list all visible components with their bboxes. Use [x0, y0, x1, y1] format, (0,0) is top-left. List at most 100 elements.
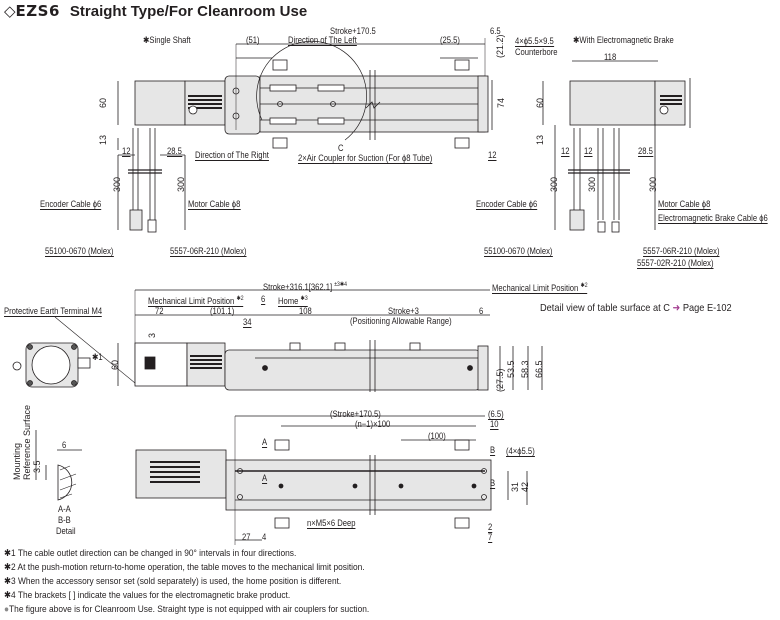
dim-6-a: 6: [261, 294, 266, 305]
page-title: ◇EZS6 Straight Type/For Cleanroom Use: [4, 2, 307, 20]
detail-label: Detail: [56, 526, 76, 536]
air-coupler-label: 2×Air Coupler for Suction (For ϕ8 Tube): [298, 153, 433, 164]
section-b-top: B: [490, 445, 496, 456]
counterbore-label: Counterbore: [515, 47, 558, 57]
brake-dim-300-b: 300: [587, 176, 597, 192]
note-text: When the accessory sensor set (sold sepa…: [17, 576, 342, 587]
bottom-dim-6-5: (6.5): [488, 409, 504, 420]
note2-ref-right: ✱2: [580, 283, 588, 289]
single-shaft-label: ✱Single Shaft: [143, 35, 191, 45]
arrow-right-icon: ➜: [672, 302, 681, 314]
diamond-icon: ◇: [4, 3, 16, 20]
subtitle: Straight Type/For Cleanroom Use: [69, 3, 308, 20]
counterbore-spec: 4×ϕ5.5×9.5: [515, 36, 554, 47]
note4-ref: ✱4: [339, 282, 348, 288]
detail-c-label: C: [338, 143, 344, 153]
bottom-dim-42: 42: [520, 481, 530, 492]
side-dim-60: 60: [110, 359, 120, 370]
dim-53-5: 53.5: [506, 360, 516, 378]
mount-holes-label: (4×ϕ5.5): [506, 446, 535, 457]
dim-60: 60: [98, 97, 108, 108]
note-2: ✱2 At the push-motion return-to-home ope…: [4, 562, 365, 573]
dim-12-right: 12: [488, 150, 497, 161]
section-aa-label: A-A: [58, 504, 71, 514]
mounting-label: Mounting: [12, 442, 22, 480]
note-text: At the push-motion return-to-home operat…: [17, 562, 365, 573]
note-text: The brackets [ ] indicate the values for…: [17, 590, 291, 601]
note-1: ✱1 The cable outlet direction can be cha…: [4, 548, 296, 559]
dim-66-5: 66.5: [534, 360, 544, 378]
dim-51: (51): [246, 35, 260, 45]
stroke-total-dimension: Stroke+316.1[362.1] ±3✱4: [263, 280, 347, 292]
tolerance-value: ±3: [334, 282, 340, 288]
brake-dim-300-c: 300: [648, 176, 658, 192]
bottom-dim-4: 4: [262, 532, 267, 542]
dim-12: 12: [122, 146, 131, 157]
detail-reference[interactable]: Detail view of table surface at C ➜ Page…: [540, 302, 732, 314]
encoder-connector-label: 55100-0670 (Molex): [45, 246, 114, 257]
brake-dim-60: 60: [535, 97, 545, 108]
dim-3: 3: [147, 332, 157, 338]
motor-cable-label: Motor Cable ϕ8: [188, 199, 241, 210]
stroke-total-value: Stroke+316.1[362.1]: [263, 282, 333, 292]
direction-right-label: Direction of The Right: [195, 150, 269, 161]
bottom-dim-10: 10: [490, 419, 499, 430]
pitch-dimension: (n−1)×100: [355, 419, 391, 429]
dim-21-2: (21.2): [495, 34, 505, 58]
dim-6-b: 6: [479, 306, 484, 316]
section-a-bottom: A: [262, 473, 268, 484]
bottom-stroke-dimension: (Stroke+170.5): [330, 409, 381, 419]
note-5: ●The figure above is for Cleanroom Use. …: [4, 604, 369, 615]
brake-dim-12-b: 12: [584, 146, 593, 157]
dim-34: 34: [243, 317, 252, 328]
brake-view-drawing: [542, 60, 691, 233]
brake-encoder-connector-label: 55100-0670 (Molex): [484, 246, 553, 257]
section-b-bottom: B: [490, 478, 496, 489]
note-mark: ✱3: [4, 576, 16, 587]
bottom-dim-27: 27: [242, 532, 251, 542]
note-text: The cable outlet direction can be change…: [17, 548, 297, 559]
note2-ref-left: ✱2: [236, 296, 244, 302]
mech-limit-left-text: Mechanical Limit Position: [148, 296, 235, 306]
brake-connector-label: 5557-02R-210 (Molex): [637, 258, 714, 269]
dim-300-a: 300: [112, 176, 122, 192]
dim-27-5: (27.5): [495, 368, 505, 392]
reference-surface-label: Reference Surface: [22, 404, 32, 480]
mech-limit-right-label: Mechanical Limit Position ✱2: [492, 281, 588, 294]
bottom-dim-7: 7: [488, 532, 493, 543]
dim-25-5: (25.5): [440, 35, 460, 45]
bottom-dim-2: 2: [488, 522, 493, 533]
brake-dim-300-a: 300: [549, 176, 559, 192]
note-3: ✱3 When the accessory sensor set (sold s…: [4, 576, 341, 587]
dim-13: 13: [98, 134, 108, 145]
note-text: The figure above is for Cleanroom Use. S…: [9, 604, 370, 615]
detail-dim-3-5: 3.5: [32, 460, 42, 473]
brake-cable-label: Electromagnetic Brake Cable ϕ6: [658, 213, 768, 224]
side-view-drawing: [12, 289, 543, 392]
encoder-cable-label: Encoder Cable ϕ6: [40, 199, 102, 210]
note3-ref: ✱3: [300, 296, 308, 302]
brake-dim-12-a: 12: [561, 146, 570, 157]
dim-72: 72: [155, 306, 164, 316]
brake-motor-connector-label: 5557-06R-210 (Molex): [643, 246, 720, 257]
section-a-top: A: [262, 437, 268, 448]
dim-58-3: 58.3: [520, 360, 530, 378]
section-bb-label: B-B: [58, 515, 71, 525]
pe-terminal-label: Protective Earth Terminal M4: [4, 306, 103, 317]
stroke-dimension: Stroke+170.5: [330, 26, 376, 36]
bottom-dim-100: (100): [428, 431, 446, 441]
motor-connector-label: 5557-06R-210 (Molex): [170, 246, 247, 257]
detail-dim-6: 6: [62, 440, 67, 450]
home-text: Home: [278, 296, 299, 306]
positioning-range-label: (Positioning Allowable Range): [350, 316, 452, 326]
model-name: EZS6: [15, 2, 60, 20]
reference-page-link[interactable]: Page E-102: [682, 302, 732, 314]
tapped-holes-label: n×M5×6 Deep: [307, 518, 356, 529]
note-mark: ✱1: [4, 548, 16, 559]
brake-dim-13: 13: [535, 134, 545, 145]
home-label: Home ✱3: [278, 294, 308, 307]
brake-dim-118: 118: [604, 52, 617, 62]
brake-dim-28-5: 28.5: [638, 146, 653, 157]
reference-text: Detail view of table surface at C: [540, 302, 670, 314]
